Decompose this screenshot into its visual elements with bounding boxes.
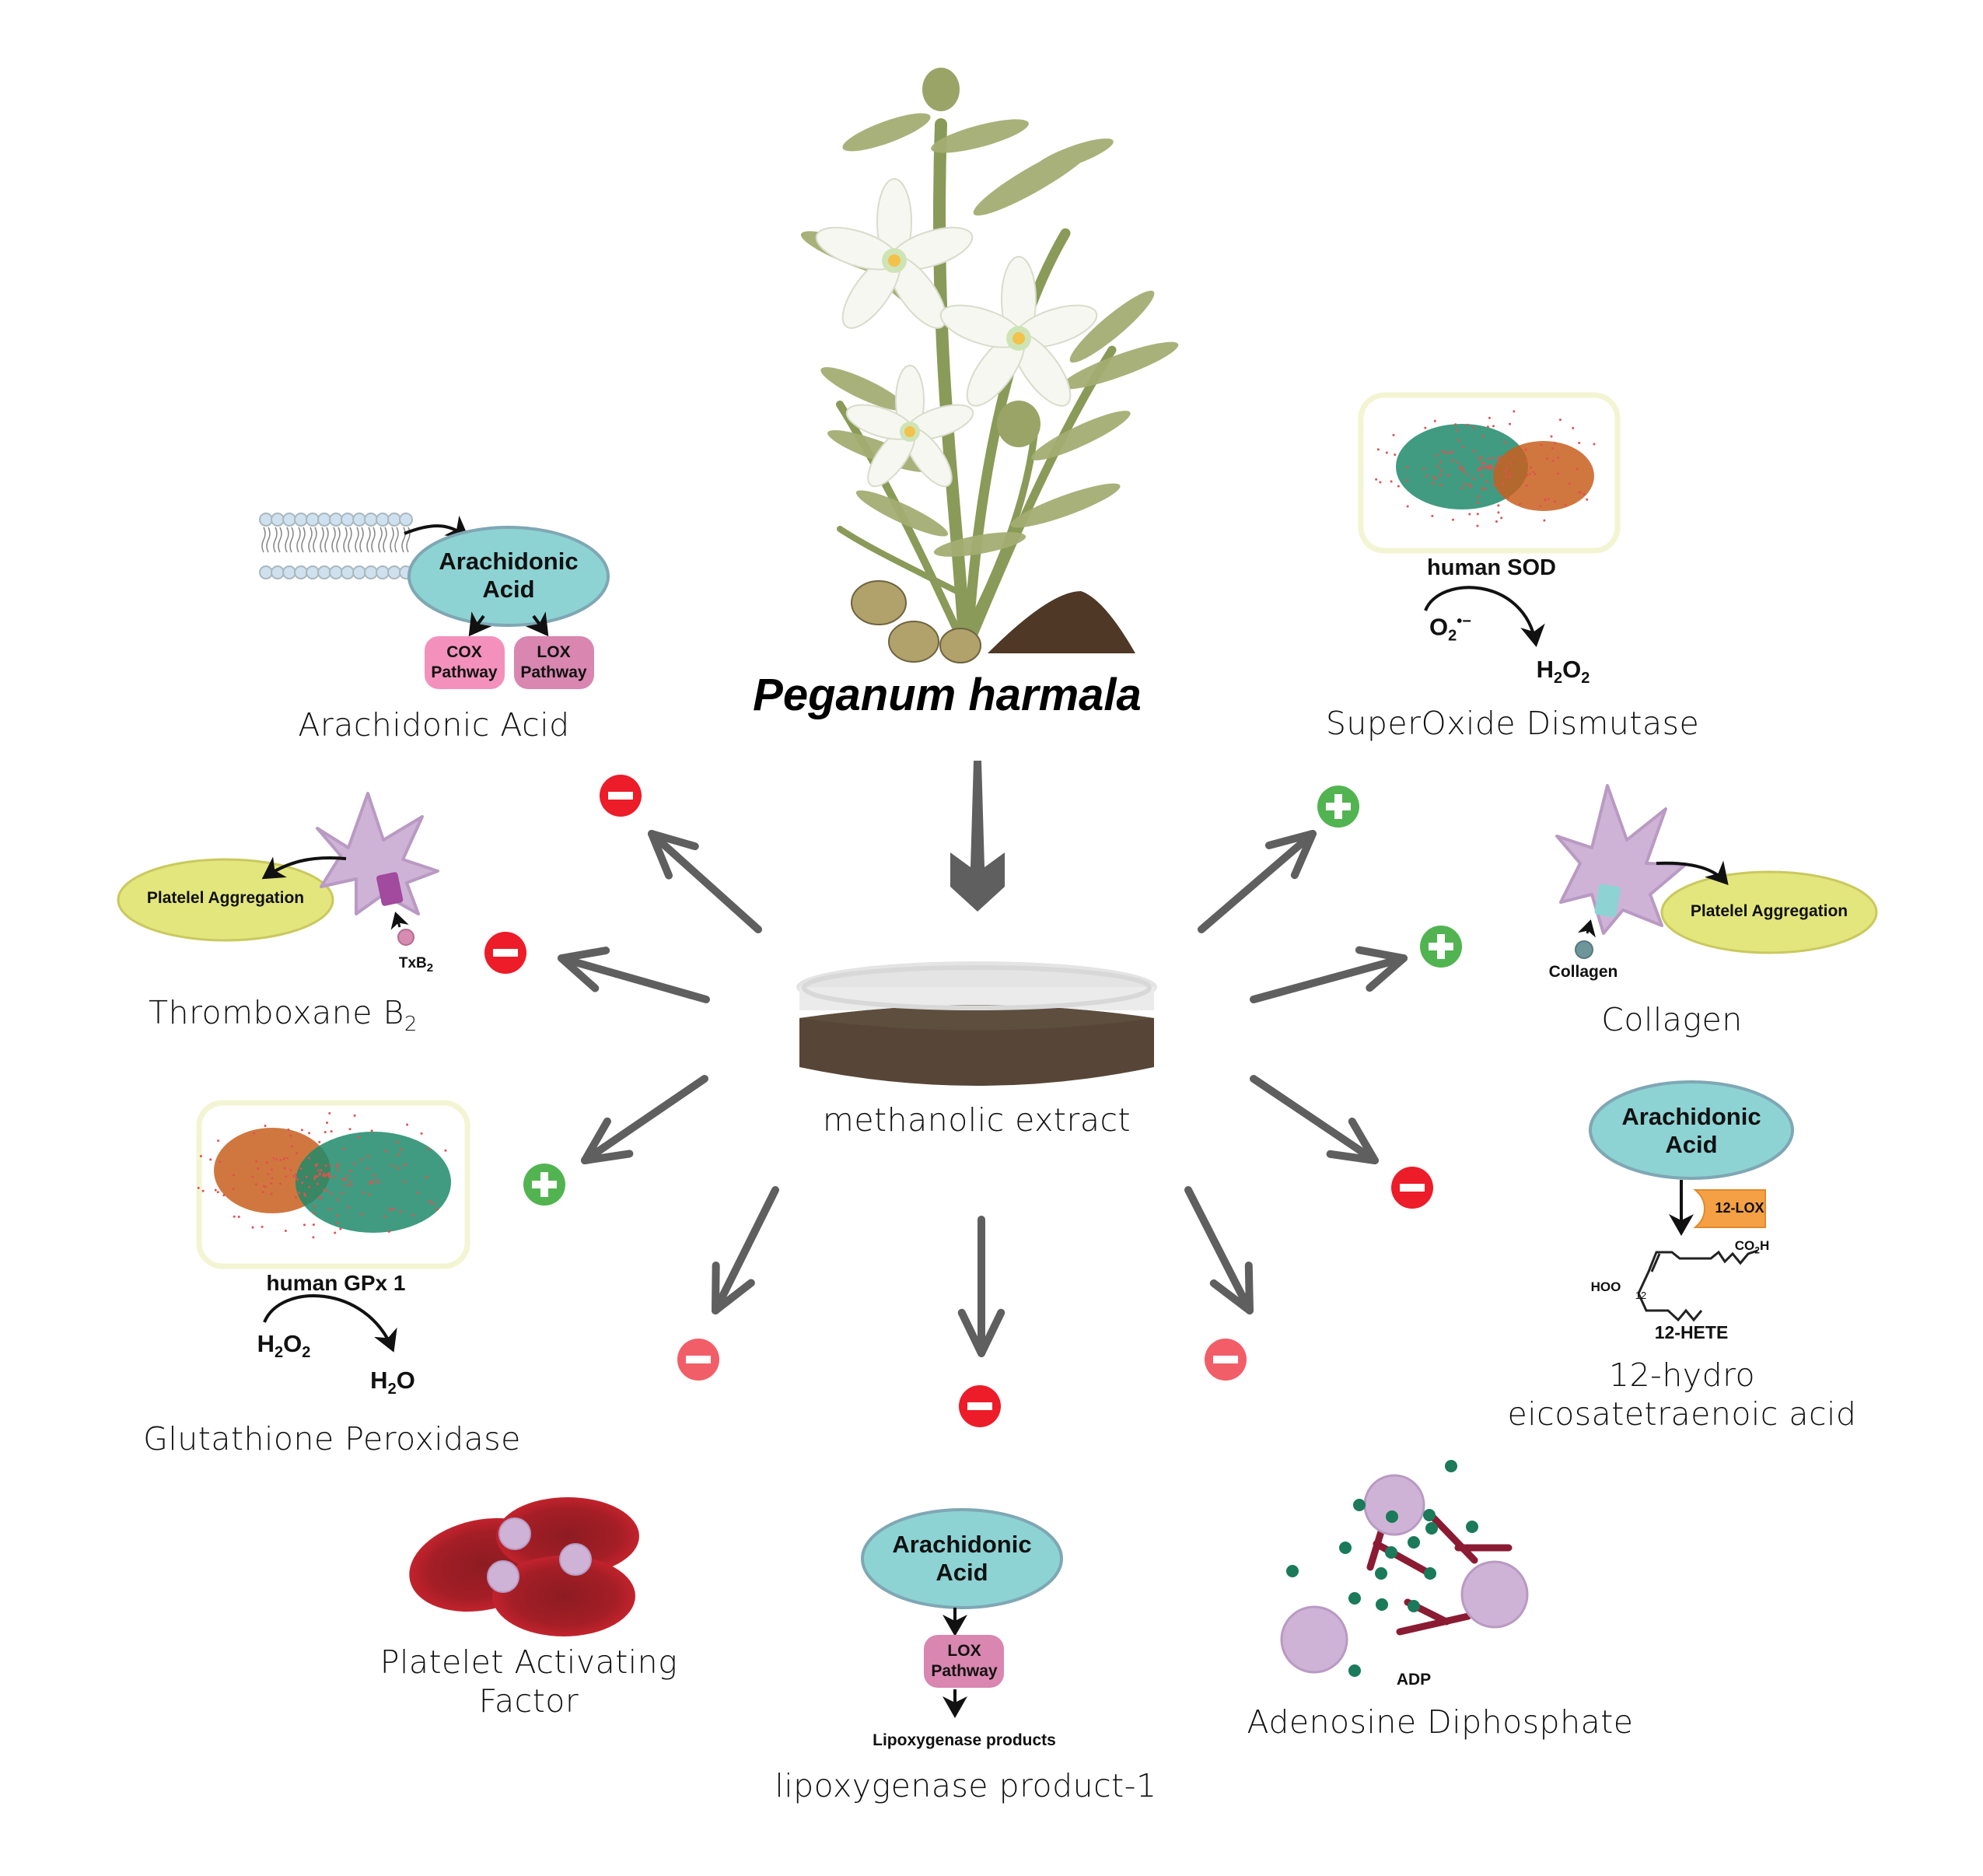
platelet-aggregation-label-2: Platelel Aggregation (1690, 902, 1848, 920)
hoo-group-label: HOO (1590, 1279, 1621, 1294)
arachidonic-acid-node-2 (861, 1508, 1063, 1609)
effect-arrow (1184, 1186, 1254, 1314)
sod-protein-label: human SOD (1427, 555, 1556, 580)
target-label-superoxide-dismutase: SuperOxide Dismutase (1325, 705, 1700, 742)
flower-icon (815, 178, 1098, 488)
effect-arrow (712, 1186, 779, 1314)
arachidonic-node-text-1: Arachidonic Acid (439, 548, 579, 603)
effect-arrow (1198, 830, 1317, 933)
target-label-12-hete: 12-hydro eicosatetraenoic acid (1507, 1356, 1857, 1433)
plus-icon (1420, 926, 1462, 968)
petri-dish-icon (796, 961, 1157, 1086)
target-label-lipoxygenase-product-1: lipoxygenase product-1 (775, 1767, 1157, 1804)
minus-icon (600, 775, 642, 817)
arachidonic-acid-node-3 (1589, 1080, 1794, 1180)
gpx-product-label: H2O (370, 1367, 415, 1398)
minus-icon (677, 1339, 719, 1381)
collagen-ligand-label: Collagen (1548, 963, 1618, 981)
target-label-glutathione-peroxidase: Glutathione Peroxidase (143, 1420, 521, 1458)
effect-arrow (1250, 946, 1408, 1003)
gpx-substrate-label: H2O2 (257, 1330, 311, 1362)
sod-substrate-label: O2•− (1429, 613, 1471, 645)
effect-arrows (558, 830, 1408, 1357)
adp-legend-label: ADP (1396, 1671, 1432, 1689)
cox-pathway-label: COX Pathway (431, 643, 498, 681)
minus-icon (1391, 1167, 1433, 1209)
process-arrow-icon (950, 761, 1005, 912)
target-label-collagen: Collagen (1601, 1001, 1743, 1038)
lox-pathway-label-1: LOX Pathway (520, 643, 587, 681)
red-blood-cells-icon (409, 1497, 639, 1636)
membrane-icon (259, 513, 413, 579)
arachidonic-node-text-3: Arachidonic Acid (1621, 1103, 1761, 1158)
platelet-aggregation-label-1: Platelel Aggregation (146, 889, 305, 907)
lox12-enzyme-icon (1693, 1189, 1766, 1228)
lox-pathway-box-2 (924, 1635, 1004, 1688)
effect-arrow (648, 830, 762, 933)
plant-title: Peganum harmala (753, 670, 1142, 720)
lipoxygenase-products-label: Lipoxygenase products (873, 1731, 1056, 1749)
arachidonic-acid-node-1 (407, 526, 610, 627)
effect-badges (484, 775, 1462, 1427)
effect-arrow (581, 1075, 708, 1164)
sod-product-label: H2O2 (1536, 656, 1590, 688)
platelet-aggregation-node-1 (117, 858, 334, 942)
target-label-arachidonic-acid: Arachidonic Acid (298, 706, 570, 744)
lox-pathway-box-1 (514, 636, 594, 689)
cox-pathway-box (425, 636, 505, 689)
hete12-product-label: 12-HETE (1654, 1322, 1729, 1342)
minus-icon (484, 932, 526, 974)
lox-pathway-label-2: LOX Pathway (931, 1642, 998, 1680)
aggregated-platelets-icon (1280, 1460, 1529, 1677)
hete12-structure-icon (1637, 1249, 1758, 1322)
protein-structure-icon (1375, 410, 1596, 527)
carbon-position-label: 12 (1635, 1290, 1647, 1301)
platelet-icon (316, 792, 439, 915)
plus-icon (1317, 786, 1359, 828)
arachidonic-node-text-2: Arachidonic Acid (892, 1531, 1032, 1586)
plus-icon (523, 1164, 565, 1206)
extract-label: methanolic extract (822, 1101, 1131, 1139)
effect-arrow (558, 947, 710, 1003)
effect-arrow (1250, 1075, 1379, 1164)
txb2-ligand-label: TxB2 (398, 955, 434, 975)
minus-icon (1205, 1339, 1247, 1381)
protein-structure-icon (197, 1111, 451, 1239)
lox12-enzyme-label: 12-LOX (1715, 1200, 1764, 1216)
target-label-adenosine-diphosphate: Adenosine Diphosphate (1247, 1703, 1634, 1741)
target-label-platelet-activating-factor: Platelet Activating Factor (379, 1643, 678, 1720)
platelet-aggregation-node-2 (1660, 870, 1878, 954)
gpx-protein-label: human GPx 1 (266, 1271, 406, 1295)
co2h-group-label: CO2H (1734, 1238, 1770, 1256)
target-label-thromboxane-b2: Thromboxane B2 (149, 994, 418, 1037)
peganum-harmala-plant-illustration (800, 68, 1179, 663)
effect-arrow (957, 1216, 1005, 1357)
minus-icon (959, 1385, 1001, 1427)
